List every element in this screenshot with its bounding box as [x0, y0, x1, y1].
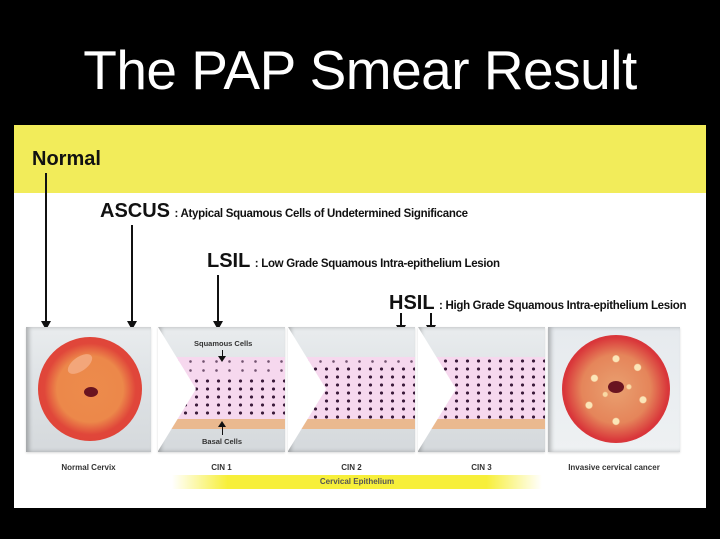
stage-normal-cervix	[26, 327, 151, 452]
lsil-arrow-icon	[213, 321, 223, 330]
slide-title: The PAP Smear Result	[83, 39, 637, 101]
label-ascus: ASCUS : Atypical Squamous Cells of Undet…	[100, 200, 468, 222]
chevron-notch	[418, 327, 456, 451]
stage-label-cin2: CIN 2	[341, 463, 362, 472]
stage-label-normal-cervix: Normal Cervix	[61, 463, 116, 472]
chevron-notch	[288, 327, 326, 451]
stage-label-cin1: CIN 1	[211, 463, 232, 472]
basal-cells-label: Basal Cells	[202, 437, 243, 446]
stage-cin2	[288, 327, 415, 452]
hsil-arrow-line-2	[430, 313, 432, 327]
stage-cin1: Squamous Cells Basal Cells	[158, 327, 285, 452]
ascus-arrow-icon	[127, 321, 137, 330]
ascus-arrow-line	[131, 225, 133, 323]
basal-arrow-icon	[218, 421, 226, 427]
normal-arrow-icon	[41, 321, 51, 330]
squamous-arrow-icon	[218, 356, 226, 362]
chevron-notch	[158, 327, 196, 451]
lsil-arrow-line	[217, 275, 219, 323]
cervical-epithelium-label: Cervical Epithelium	[319, 477, 395, 486]
stage-label-invasive: Invasive cervical cancer	[568, 463, 660, 472]
label-lsil: LSIL : Low Grade Squamous Intra-epitheli…	[207, 250, 500, 272]
squamous-cells-label: Squamous Cells	[194, 339, 253, 348]
tumor-core	[608, 381, 624, 393]
label-normal: Normal	[32, 148, 101, 170]
cervical-epithelium-bar: Cervical Epithelium	[172, 475, 542, 489]
diagram-panel: Normal ASCUS : Atypical Squamous Cells o…	[14, 125, 706, 508]
stage-label-cin3: CIN 3	[471, 463, 492, 472]
stage-invasive-cancer	[548, 327, 680, 452]
label-hsil: HSIL : High Grade Squamous Intra-epithel…	[389, 292, 687, 314]
stage-cin3	[418, 327, 545, 452]
header-band	[14, 125, 706, 193]
normal-arrow-line	[45, 173, 47, 323]
cervical-os	[84, 387, 98, 397]
hsil-arrow-line-1	[400, 313, 402, 327]
